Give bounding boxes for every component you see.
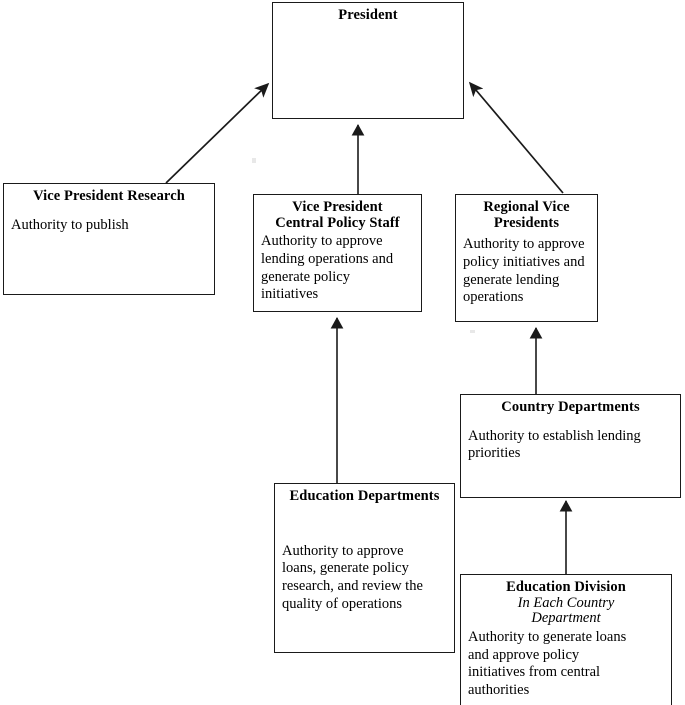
node-vice-president-research[interactable]: Vice President Research Authority to pub…	[3, 183, 215, 295]
node-vice-president-central-policy-staff-title: Vice President Central Policy Staff	[275, 199, 400, 231]
node-education-division-subtitle: In Each Country Department	[517, 594, 615, 627]
node-president-title: President	[338, 7, 398, 23]
node-vice-president-research-title: Vice President Research	[33, 188, 185, 204]
node-vice-president-research-body: Authority to publish	[11, 216, 129, 233]
node-regional-vice-presidents-body: Authority to approve policy initiatives …	[463, 236, 585, 306]
node-education-departments[interactable]: Education Departments Authority to appro…	[274, 483, 455, 653]
node-president[interactable]: President	[272, 2, 464, 119]
node-regional-vice-presidents-title: Regional Vice Presidents	[483, 199, 570, 231]
node-education-division-title: Education Division	[506, 579, 626, 595]
node-education-departments-body: Authority to approve loans, generate pol…	[282, 542, 423, 612]
node-country-departments-title: Country Departments	[501, 399, 640, 415]
node-vice-president-central-policy-staff[interactable]: Vice President Central Policy Staff Auth…	[253, 194, 422, 312]
node-education-division[interactable]: Education Division In Each Country Depar…	[460, 574, 672, 705]
node-country-departments-body: Authority to establish lending prioritie…	[468, 427, 641, 462]
node-education-departments-title: Education Departments	[289, 488, 440, 504]
node-education-division-body: Authority to generate loans and approve …	[468, 628, 627, 699]
scan-artifact	[252, 158, 256, 163]
edge-regional-vice-presidents-to-president	[468, 81, 564, 194]
node-regional-vice-presidents[interactable]: Regional Vice Presidents Authority to ap…	[455, 194, 598, 322]
edge-vp-research-to-president	[165, 82, 270, 184]
node-vice-president-central-policy-staff-body: Authority to approve lending operations …	[261, 233, 394, 303]
node-country-departments[interactable]: Country Departments Authority to establi…	[460, 394, 681, 498]
scan-artifact	[470, 330, 475, 333]
